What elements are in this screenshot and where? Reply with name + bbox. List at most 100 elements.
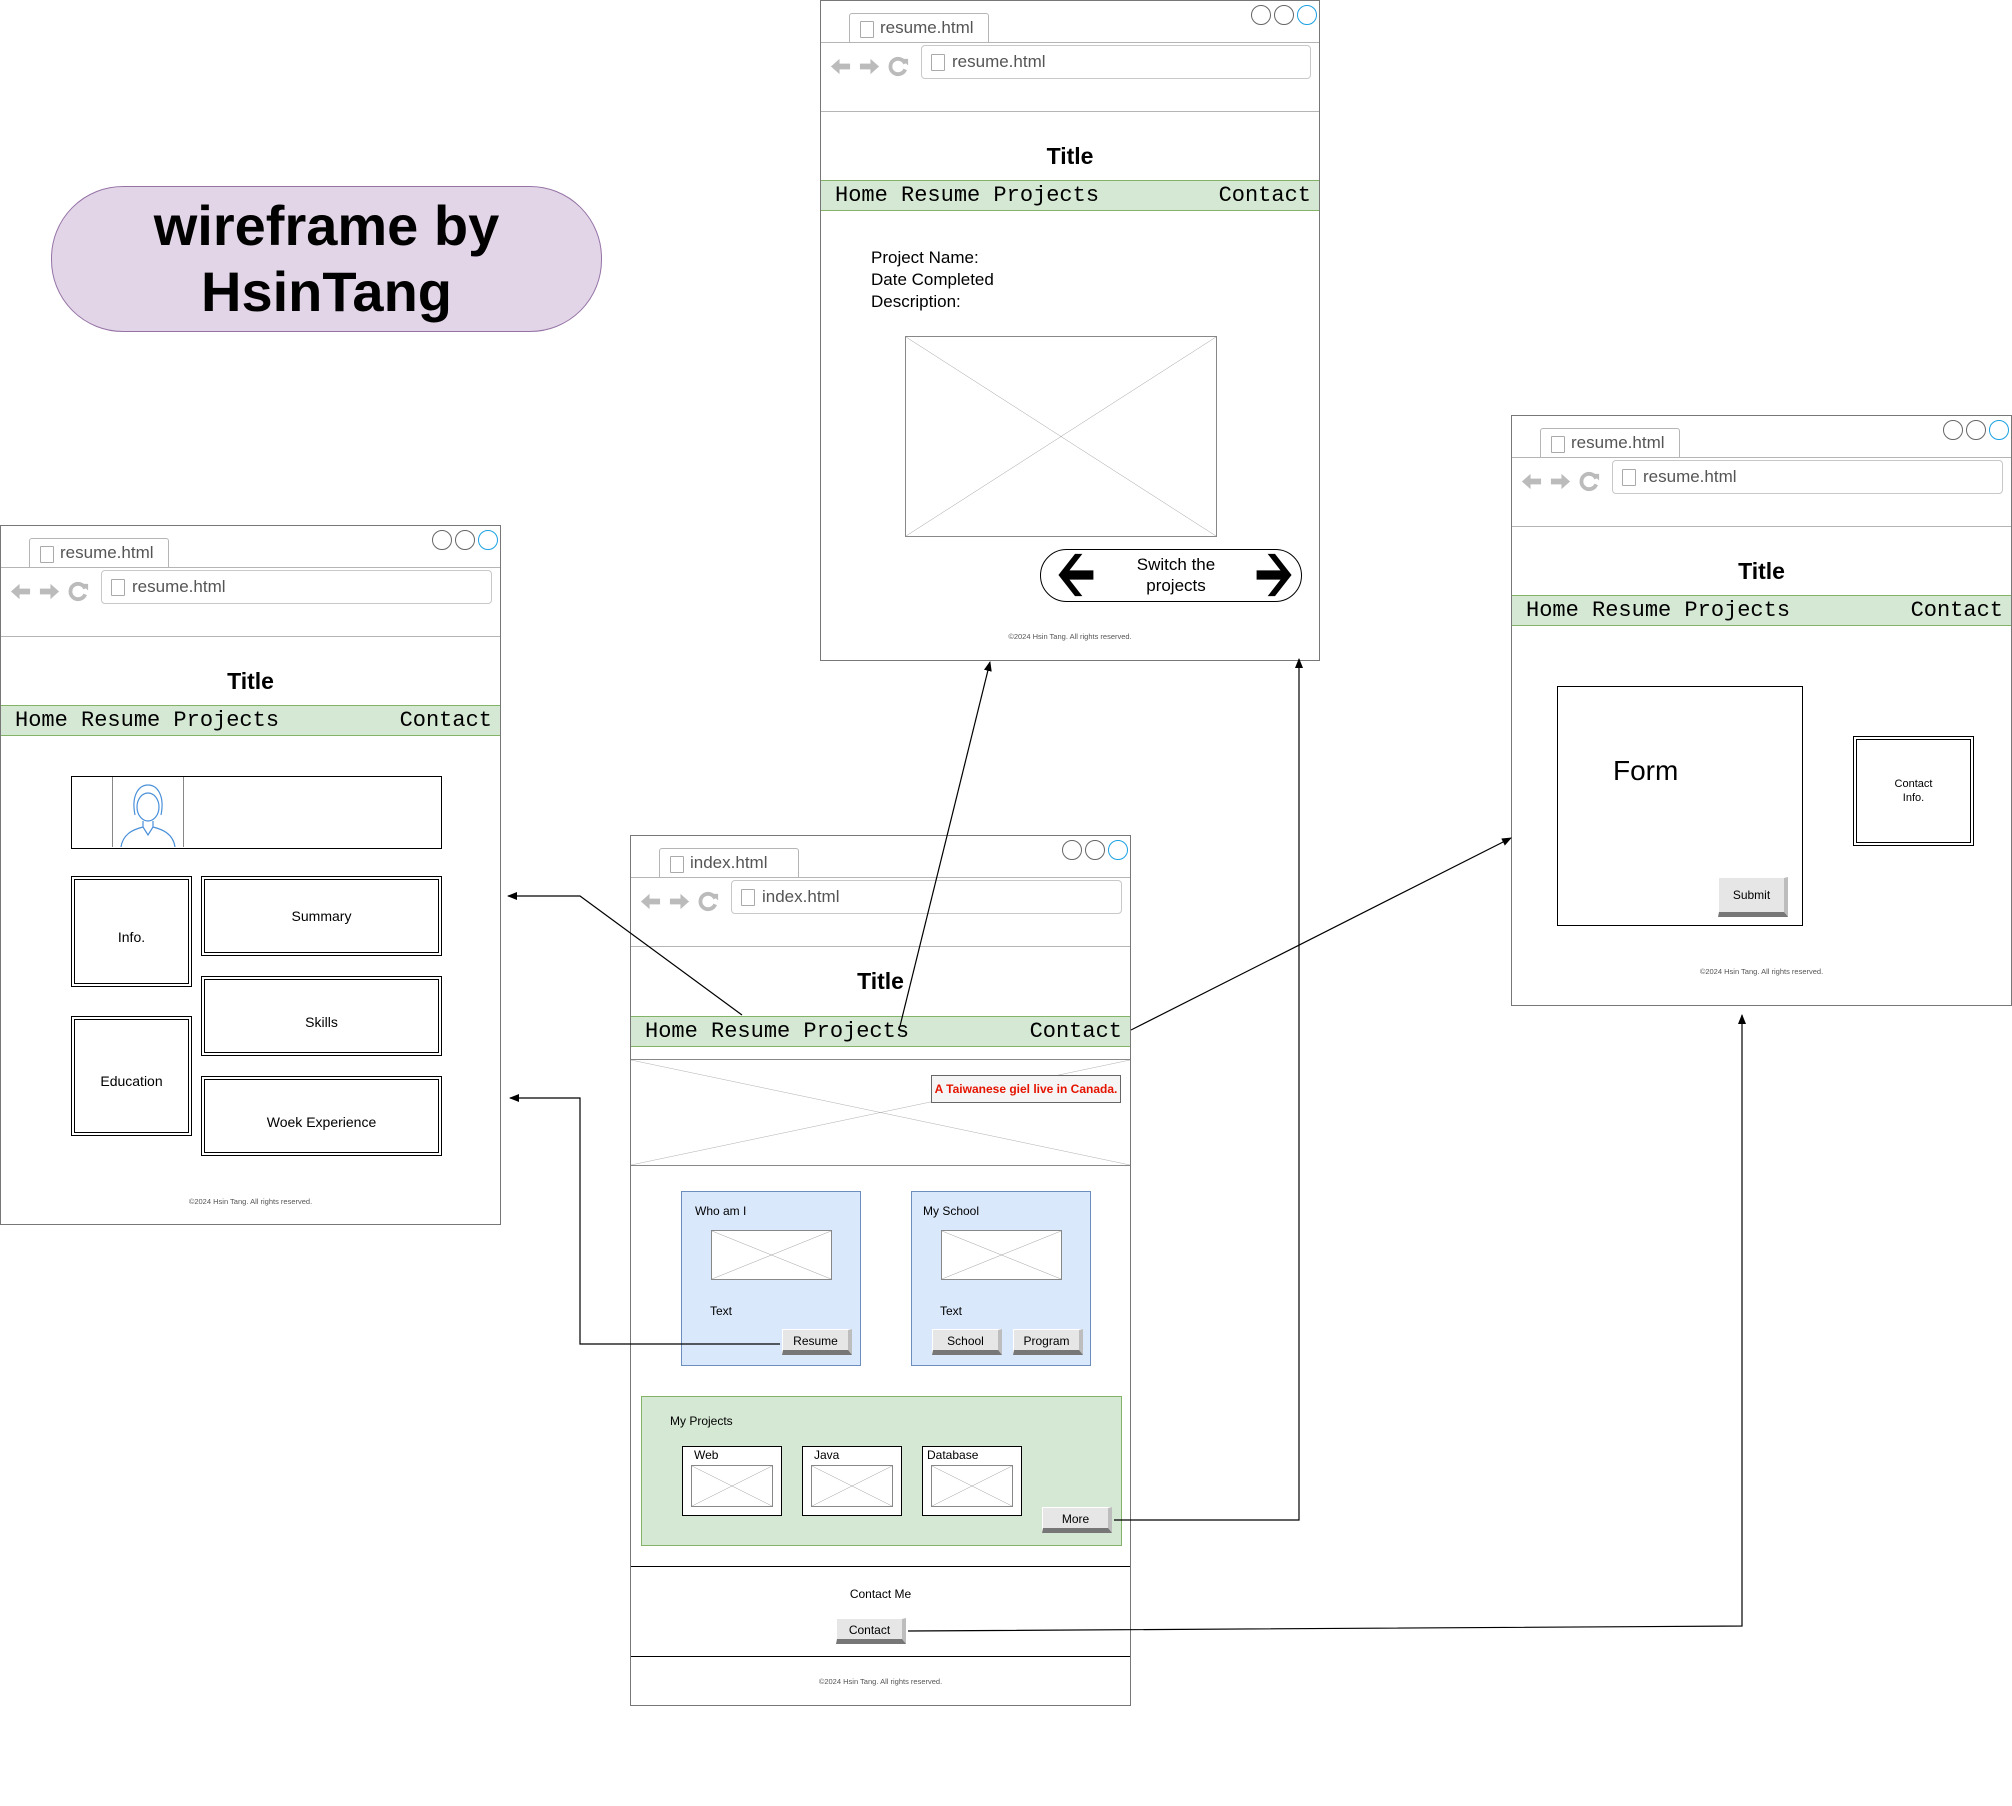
switch-projects-label: Switch the projects	[1136, 555, 1216, 595]
close-icon[interactable]	[1989, 420, 2009, 440]
school-text: Text	[940, 1304, 963, 1318]
database-image-placeholder	[931, 1465, 1013, 1507]
minimize-icon[interactable]	[1251, 5, 1271, 25]
maximize-icon[interactable]	[455, 530, 475, 550]
school-button[interactable]: School	[932, 1329, 1002, 1355]
nav-contact[interactable]: Contact	[1029, 1019, 1122, 1044]
address-bar[interactable]: resume.html	[921, 45, 1311, 79]
form-title: Form	[1613, 755, 1679, 786]
page-icon	[670, 856, 684, 873]
contact-info-box: Contact Info.	[1853, 736, 1974, 846]
nav-links[interactable]: Home Resume Projects	[835, 183, 1100, 208]
arrow-right-icon[interactable]	[1255, 552, 1295, 598]
submit-button[interactable]: Submit	[1718, 877, 1788, 917]
address-bar[interactable]: resume.html	[1612, 460, 2003, 494]
browser-tab[interactable]: resume.html	[849, 13, 989, 43]
projects-page-window: resume.html resume.html Title Home Resum…	[820, 0, 1320, 661]
page-icon	[111, 579, 125, 596]
back-arrow-icon[interactable]	[639, 890, 662, 913]
page-icon	[931, 54, 945, 71]
nav-contact[interactable]: Contact	[1910, 598, 2003, 623]
nav-bar[interactable]: Home Resume Projects Contact	[1512, 595, 2011, 626]
browser-tab[interactable]: resume.html	[1540, 428, 1680, 458]
page-icon	[860, 21, 874, 38]
browser-nav-icons	[9, 580, 90, 603]
java-image-placeholder	[811, 1465, 893, 1507]
contact-me-title: Contact Me	[849, 1587, 912, 1601]
close-icon[interactable]	[1108, 840, 1128, 860]
close-icon[interactable]	[1297, 5, 1317, 25]
school-image-placeholder	[941, 1230, 1062, 1280]
banner-line-2: HsinTang	[201, 260, 452, 323]
nav-bar[interactable]: Home Resume Projects Contact	[631, 1016, 1130, 1047]
refresh-icon[interactable]	[1578, 470, 1601, 493]
minimize-icon[interactable]	[432, 530, 452, 550]
avatar	[112, 777, 184, 848]
page-icon	[1622, 469, 1636, 486]
who-am-i-card: Who am I Text Resume	[681, 1191, 861, 1366]
resume-button[interactable]: Resume	[782, 1329, 852, 1355]
nav-links[interactable]: Home Resume Projects	[15, 708, 280, 733]
maximize-icon[interactable]	[1274, 5, 1294, 25]
project-card-database[interactable]: Database	[922, 1446, 1022, 1516]
page-title: Title	[227, 668, 274, 694]
my-school-title: My School	[923, 1204, 980, 1218]
profile-banner	[71, 776, 442, 849]
forward-arrow-icon[interactable]	[1549, 470, 1572, 493]
nav-bar[interactable]: Home Resume Projects Contact	[821, 180, 1319, 211]
forward-arrow-icon[interactable]	[858, 55, 881, 78]
nav-contact[interactable]: Contact	[1218, 183, 1311, 208]
refresh-icon[interactable]	[887, 55, 910, 78]
page-icon	[40, 546, 54, 563]
web-image-placeholder	[691, 1465, 773, 1507]
maximize-icon[interactable]	[1966, 420, 1986, 440]
back-arrow-icon[interactable]	[1520, 470, 1543, 493]
browser-tab[interactable]: index.html	[659, 848, 799, 878]
address-bar[interactable]: index.html	[731, 880, 1122, 914]
banner-line-1: wireframe by	[153, 194, 500, 257]
index-page-window: index.html index.html Title Home Resume …	[630, 835, 1131, 1706]
my-projects-title: My Projects	[670, 1414, 733, 1428]
minimize-icon[interactable]	[1943, 420, 1963, 440]
education-box: Education	[71, 1016, 192, 1136]
contact-me-section: Contact Me Contact	[631, 1566, 1130, 1657]
project-card-web[interactable]: Web	[682, 1446, 782, 1516]
connector-contact-nav-to-contact-page	[1130, 837, 1512, 1031]
nav-links[interactable]: Home Resume Projects	[645, 1019, 910, 1044]
arrow-left-icon[interactable]	[1055, 552, 1095, 598]
refresh-icon[interactable]	[67, 580, 90, 603]
nav-contact[interactable]: Contact	[399, 708, 492, 733]
close-icon[interactable]	[478, 530, 498, 550]
info-box: Info.	[71, 876, 192, 987]
forward-arrow-icon[interactable]	[668, 890, 691, 913]
who-text: Text	[710, 1304, 733, 1318]
window-controls[interactable]	[432, 530, 498, 550]
footer-text: ©2024 Hsin Tang. All rights reserved.	[818, 1677, 943, 1686]
address-bar[interactable]: resume.html	[101, 570, 492, 604]
window-controls[interactable]	[1251, 5, 1317, 25]
refresh-icon[interactable]	[697, 890, 720, 913]
nav-bar[interactable]: Home Resume Projects Contact	[1, 705, 500, 736]
window-controls[interactable]	[1943, 420, 2009, 440]
footer-text: ©2024 Hsin Tang. All rights reserved.	[1008, 632, 1132, 641]
who-image-placeholder	[711, 1230, 832, 1280]
more-button[interactable]: More	[1042, 1507, 1112, 1533]
window-controls[interactable]	[1062, 840, 1128, 860]
project-image-placeholder	[905, 336, 1217, 537]
maximize-icon[interactable]	[1085, 840, 1105, 860]
minimize-icon[interactable]	[1062, 840, 1082, 860]
back-arrow-icon[interactable]	[829, 55, 852, 78]
footer-text: ©2024 Hsin Tang. All rights reserved.	[188, 1197, 313, 1206]
browser-tab[interactable]: resume.html	[29, 538, 169, 568]
back-arrow-icon[interactable]	[9, 580, 32, 603]
page-title: Title	[1046, 143, 1094, 169]
browser-nav-icons	[1520, 470, 1601, 493]
contact-button[interactable]: Contact	[836, 1618, 906, 1644]
switch-projects-control[interactable]: Switch the projects	[1040, 549, 1302, 602]
program-button[interactable]: Program	[1013, 1329, 1083, 1355]
project-card-java[interactable]: Java	[802, 1446, 902, 1516]
nav-links[interactable]: Home Resume Projects	[1526, 598, 1791, 623]
summary-box: Summary	[201, 876, 442, 956]
forward-arrow-icon[interactable]	[38, 580, 61, 603]
browser-nav-icons	[639, 890, 720, 913]
